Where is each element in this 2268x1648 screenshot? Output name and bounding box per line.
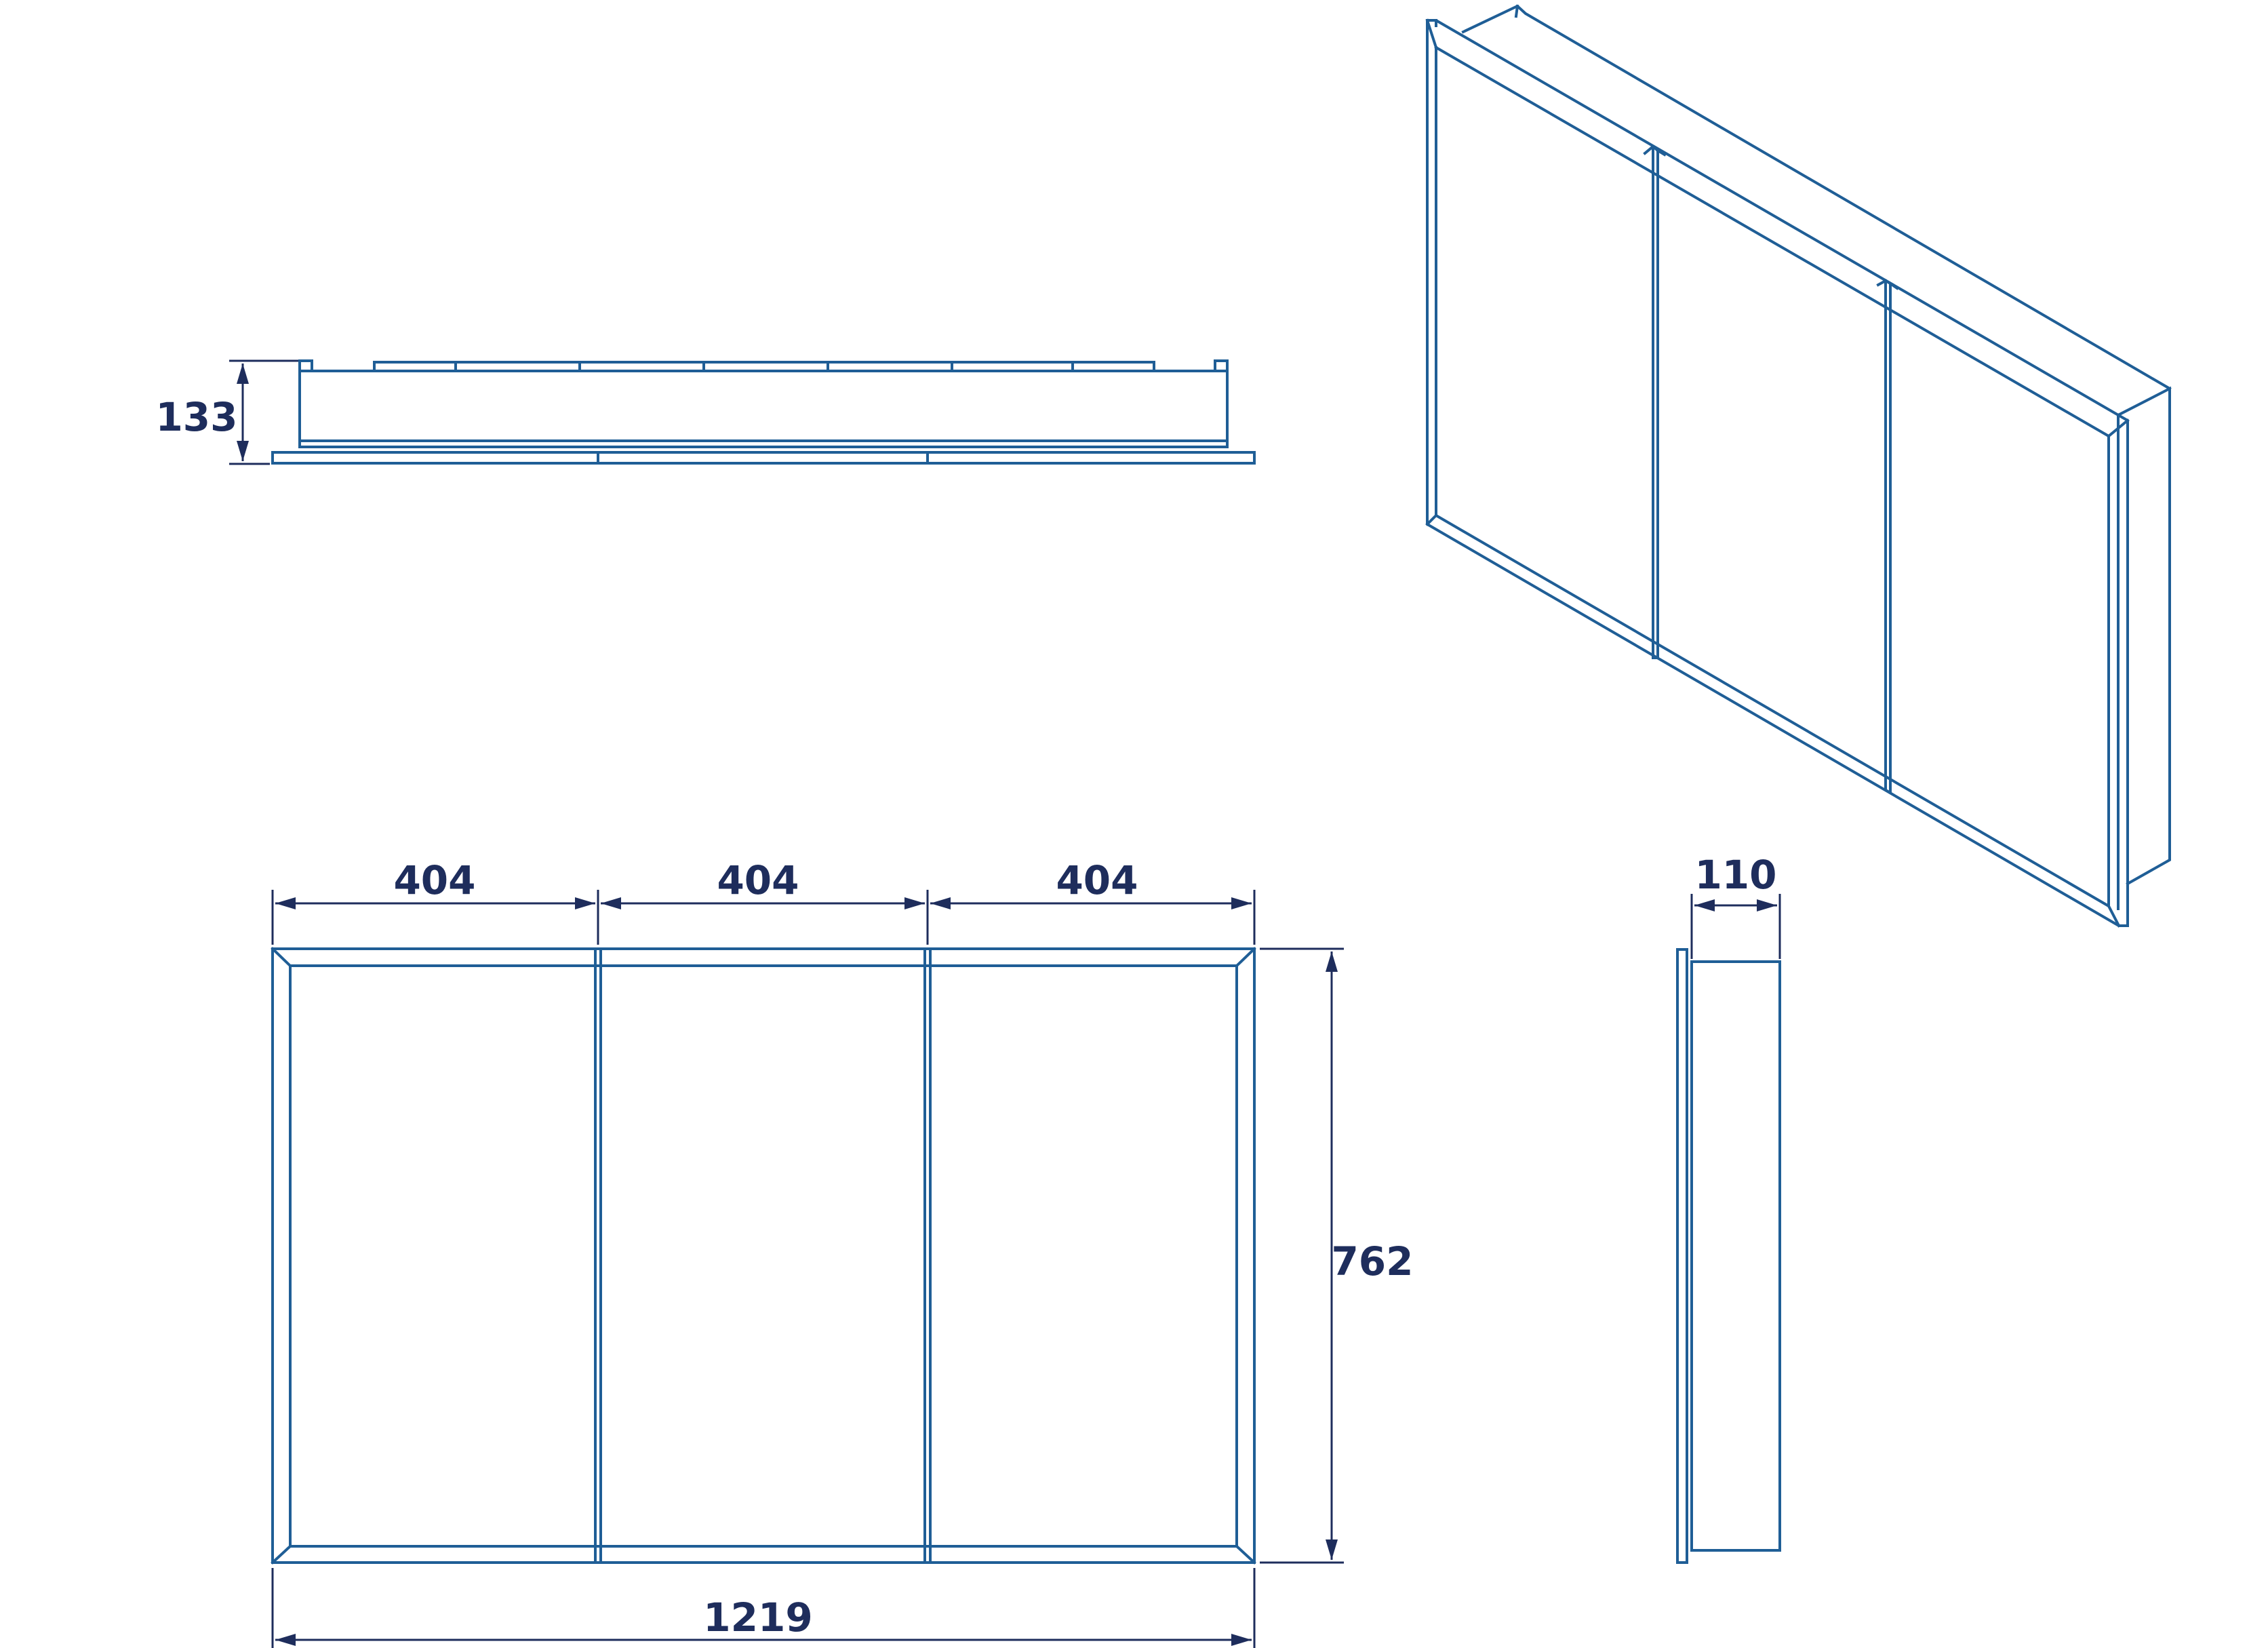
- side-view-depth-label: 110: [1694, 852, 1776, 898]
- height-label: 762: [1331, 1238, 1413, 1284]
- door-width-dimensions: 404 404 404: [271, 857, 1256, 945]
- side-view-depth-dimension: 110: [1690, 852, 1781, 959]
- total-width-label: 1219: [703, 1594, 812, 1641]
- isometric-view: [1425, 4, 2172, 928]
- door-width-2-label: 404: [717, 857, 799, 903]
- door-width-3-label: 404: [1056, 857, 1138, 903]
- side-view: [1676, 948, 1781, 1564]
- top-view-depth-dimension: 133: [155, 359, 298, 465]
- door-width-1-label: 404: [393, 857, 475, 903]
- total-width-dimension: 1219: [271, 1568, 1256, 1648]
- height-dimension: 762: [1260, 947, 1414, 1564]
- top-view: [271, 359, 1256, 465]
- front-view: [271, 947, 1256, 1565]
- top-view-depth-label: 133: [155, 394, 237, 440]
